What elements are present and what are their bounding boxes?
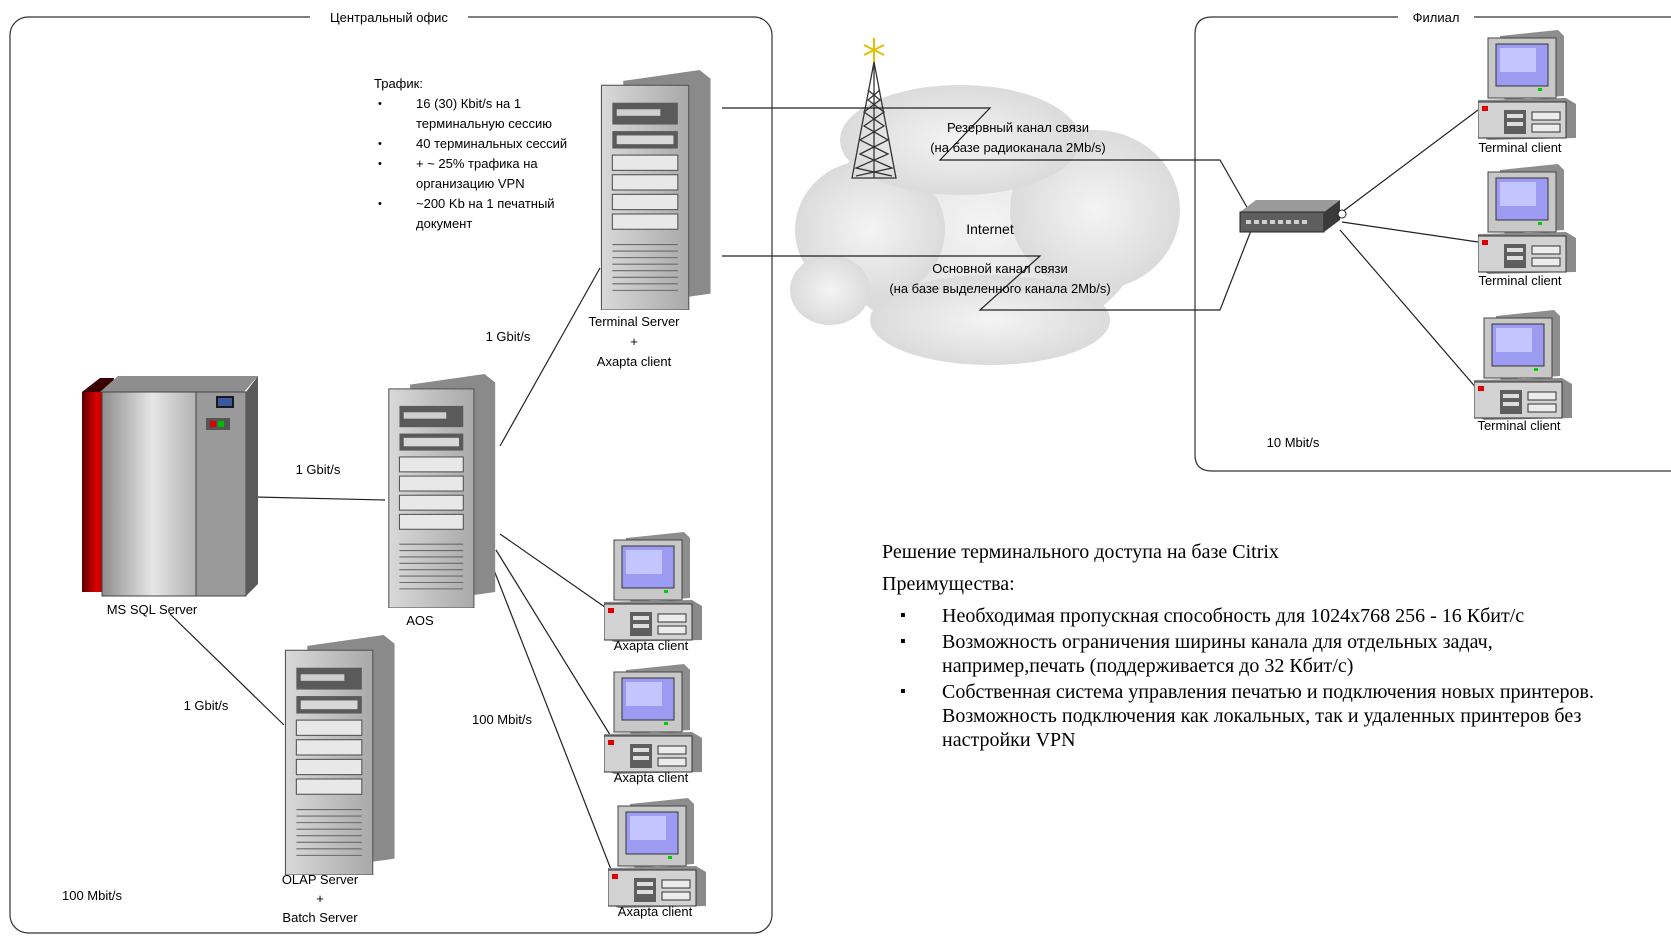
traffic-note-item: 40 терминальных сессий [374,134,594,154]
link-sql-aos [254,496,386,501]
branch-switch-icon [1239,200,1347,233]
branch-title-bg [1398,8,1474,26]
terminal-server-icon [600,70,712,310]
link-switch-tc2 [1341,221,1479,243]
olap-plus: + [316,891,324,906]
link-aos-client3 [491,564,613,873]
main-channel-label-line1: Основной канал связи [932,261,1068,276]
link-aos-client1 [499,533,613,613]
terminal-client-2-label: Terminal client [1478,273,1561,288]
branch-frame [1194,16,1671,472]
terminal-server-sublabel: Axapta client [597,354,672,369]
axapta-client-3-icon [608,798,707,908]
internet-label: Internet [966,221,1014,237]
solution-advantage-item: Необходимая пропускная способность для 1… [882,604,1622,628]
terminal-client-1-label: Terminal client [1478,140,1561,155]
sql-aos-speed-label: 1 Gbit/s [296,462,341,477]
olap-server-icon [284,635,396,875]
central-lan-speed-label: 100 Mbit/s [62,888,122,903]
traffic-note-item: ~200 Kb на 1 печатный документ [374,194,594,234]
solution-description: Решение терминального доступа на базе Ci… [882,540,1622,754]
axapta-client-3-label: Axapta client [618,904,693,919]
aos-server-icon [388,374,496,608]
link-aos-client2 [495,549,613,739]
connections [169,107,1479,873]
aos-label: AOS [406,613,434,628]
traffic-notes-list: 16 (30) Кbit/s на 1 терминальную сессию … [374,94,594,234]
link-switch-tc3 [1339,229,1479,391]
solution-advantages-list: Необходимая пропускная способность для 1… [882,604,1622,752]
link-ts-aos [499,267,601,447]
backup-channel-line [722,107,1253,217]
terminal-server-label: Terminal Server [588,314,680,329]
sql-olap-speed-label: 1 Gbit/s [184,698,229,713]
terminal-client-3-label: Terminal client [1477,418,1560,433]
main-channel-label: Основной канал связи (на базе выделенног… [889,261,1110,296]
backup-channel-label-line1: Резервный канал связи [947,120,1089,135]
link-switch-tc1 [1341,109,1479,213]
axapta-client-2-label: Axapta client [614,770,689,785]
axapta-client-2-icon [604,664,703,774]
axapta-client-1-icon [604,532,703,642]
link-sql-olap [169,613,285,726]
solution-title: Решение терминального доступа на базе Ci… [882,541,1279,563]
ts-aos-speed-label: 1 Gbit/s [486,329,531,344]
traffic-note-item: + ~ 25% трафика на организацию VPN [374,154,594,194]
solution-advantage-item: Возможность ограничения ширины канала дл… [882,630,1622,678]
terminal-server-plus: + [630,334,638,349]
backup-channel-label-line2: (на базе радиоканала 2Mb/s) [930,140,1106,155]
terminal-client-3-icon [1474,310,1573,420]
mssql-label: MS SQL Server [107,602,198,617]
traffic-notes: Трафик: 16 (30) Кbit/s на 1 терминальную… [374,74,594,234]
terminal-client-2-icon [1478,164,1577,274]
terminal-client-1-icon [1478,30,1577,140]
central-office-title: Центральный офис [330,10,448,25]
axapta-client-1-label: Axapta client [614,638,689,653]
backup-channel-label: Резервный канал связи (на базе радиокана… [930,120,1106,155]
radio-antenna-icon [851,38,897,179]
main-channel-label-line2: (на базе выделенного канала 2Mb/s) [889,281,1110,296]
branch-title: Филиал [1413,10,1460,25]
aos-clients-speed-label: 100 Mbit/s [472,712,532,727]
mssql-server-icon [82,376,258,597]
traffic-note-item: 16 (30) Кbit/s на 1 терминальную сессию [374,94,594,134]
branch-lan-speed-label: 10 Mbit/s [1267,435,1320,450]
central-office-title-bg [310,8,468,26]
main-channel-line [722,227,1253,311]
solution-subtitle: Преимущества: [882,573,1015,595]
olap-sublabel: Batch Server [282,910,358,925]
internet-cloud [790,85,1180,365]
olap-label: OLAP Server [282,872,359,887]
traffic-notes-title: Трафик: [374,76,423,91]
solution-advantage-item: Собственная система управления печатью и… [882,680,1622,752]
